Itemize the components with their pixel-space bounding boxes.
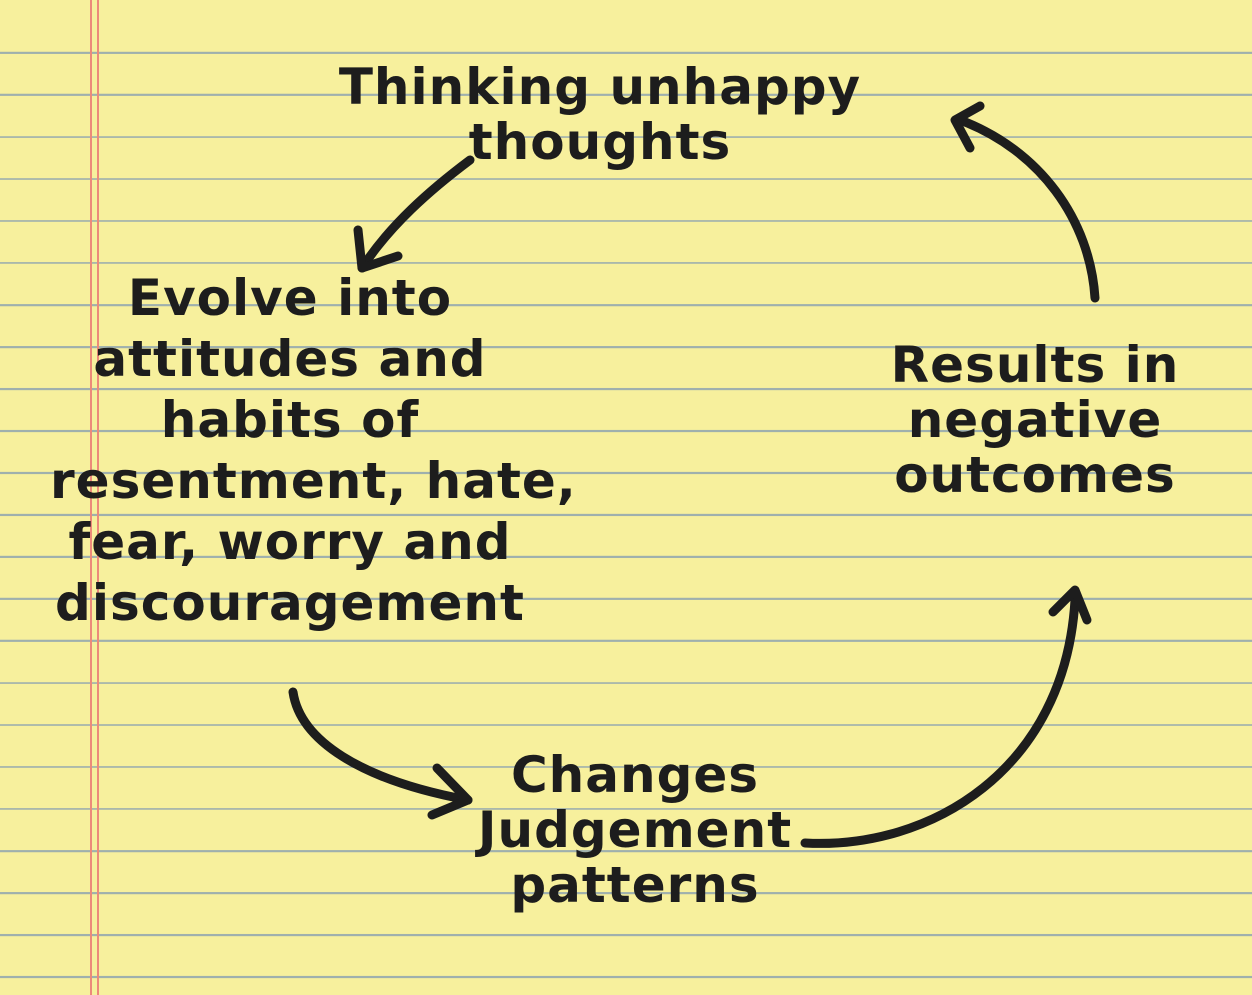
node-thinking-unhappy-thoughts: Thinking unhappy thoughts <box>338 58 862 171</box>
node-results-in-negative-outcomes: Results in negative outcomes <box>890 336 1180 504</box>
node-evolve-into-attitudes: Evolve into attitudes and habits of rese… <box>50 269 577 632</box>
margin-line <box>90 0 92 995</box>
arrow-judgement-to-outcomes <box>800 585 1092 848</box>
arrow-attitudes-to-judgement <box>288 687 473 820</box>
margin-line <box>97 0 99 995</box>
arrow-outcomes-to-thoughts <box>950 101 1100 303</box>
node-changes-judgement-patterns: Changes Judgement patterns <box>477 746 793 914</box>
arrow-thoughts-to-attitudes <box>353 155 475 273</box>
